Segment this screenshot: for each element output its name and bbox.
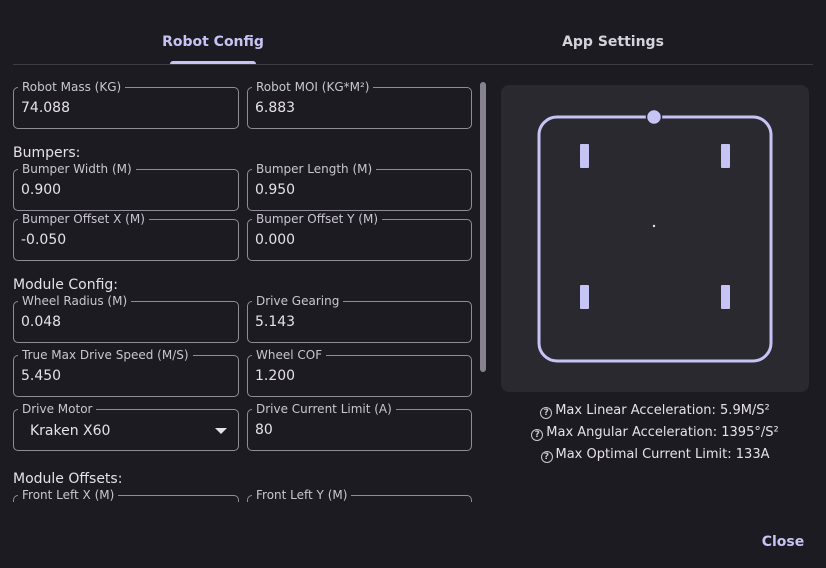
wheel-cof-field[interactable]: Wheel COF	[247, 347, 472, 397]
bumper-width-input[interactable]	[21, 181, 211, 199]
module-front-left	[580, 144, 589, 168]
bumper-offset-x-label: Bumper Offset X (M)	[18, 211, 149, 227]
bumper-width-field[interactable]: Bumper Width (M)	[13, 161, 239, 211]
form-scrollbar[interactable]	[480, 82, 486, 372]
wheel-radius-label: Wheel Radius (M)	[18, 293, 132, 309]
heading-indicator	[645, 108, 663, 126]
max-optimal-current-limit-text: Max Optimal Current Limit: 133A	[555, 447, 770, 462]
robot-moi-input[interactable]	[255, 99, 445, 117]
drive-gearing-field[interactable]: Drive Gearing	[247, 293, 472, 343]
drive-gearing-input[interactable]	[255, 313, 445, 331]
wheel-cof-label: Wheel COF	[252, 347, 327, 363]
wheel-cof-input[interactable]	[255, 367, 445, 385]
bumper-offset-y-label: Bumper Offset Y (M)	[252, 211, 383, 227]
module-offsets-heading: Module Offsets:	[13, 471, 123, 487]
max-optimal-current-limit: ?Max Optimal Current Limit: 133A	[501, 444, 809, 466]
robot-moi-label: Robot MOI (KG*M²)	[252, 79, 374, 95]
module-front-right	[721, 144, 730, 168]
max-linear-acceleration-text: Max Linear Acceleration: 5.9M/S²	[555, 403, 770, 418]
bumper-length-field[interactable]: Bumper Length (M)	[247, 161, 472, 211]
drive-current-limit-input[interactable]	[255, 421, 445, 439]
bumper-offset-x-field[interactable]: Bumper Offset X (M)	[13, 211, 239, 261]
drive-current-limit-field[interactable]: Drive Current Limit (A)	[247, 401, 472, 451]
max-angular-acceleration-text: Max Angular Acceleration: 1395°/S²	[546, 425, 779, 440]
max-linear-acceleration: ?Max Linear Acceleration: 5.9M/S²	[501, 400, 809, 422]
bumpers-heading: Bumpers:	[13, 145, 81, 161]
drive-gearing-label: Drive Gearing	[252, 293, 344, 309]
tab-bar: Robot Config App Settings	[13, 22, 813, 65]
robot-moi-field[interactable]: Robot MOI (KG*M²)	[247, 79, 472, 129]
robot-preview	[501, 85, 809, 392]
bumper-length-input[interactable]	[255, 181, 445, 199]
bumper-outline	[537, 115, 773, 363]
robot-config-form: Robot Mass (KG) Robot MOI (KG*M²) Bumper…	[0, 65, 476, 502]
wheel-radius-input[interactable]	[21, 313, 211, 331]
module-back-left	[580, 285, 589, 309]
bumper-width-label: Bumper Width (M)	[18, 161, 136, 177]
true-max-drive-speed-input[interactable]	[21, 367, 211, 385]
module-config-heading: Module Config:	[13, 277, 118, 293]
stats-panel: ?Max Linear Acceleration: 5.9M/S² ?Max A…	[501, 400, 809, 466]
robot-mass-input[interactable]	[21, 99, 211, 117]
active-tab-indicator	[170, 61, 256, 64]
robot-preview-drawing	[537, 108, 773, 363]
module-back-right	[721, 285, 730, 309]
true-max-drive-speed-label: True Max Drive Speed (M/S)	[18, 347, 193, 363]
drive-motor-select[interactable]: Drive Motor Kraken X60	[13, 401, 239, 451]
drive-motor-label: Drive Motor	[18, 401, 97, 417]
bumper-length-label: Bumper Length (M)	[252, 161, 377, 177]
wheel-radius-field[interactable]: Wheel Radius (M)	[13, 293, 239, 343]
close-button[interactable]: Close	[761, 534, 805, 550]
bumper-offset-y-field[interactable]: Bumper Offset Y (M)	[247, 211, 472, 261]
front-left-y-label: Front Left Y (M)	[252, 487, 352, 502]
tab-app-settings[interactable]: App Settings	[562, 34, 664, 50]
front-left-x-label: Front Left X (M)	[18, 487, 119, 502]
true-max-drive-speed-field[interactable]: True Max Drive Speed (M/S)	[13, 347, 239, 397]
chevron-down-icon[interactable]	[215, 428, 227, 434]
robot-mass-field[interactable]: Robot Mass (KG)	[13, 79, 239, 129]
bumper-offset-x-input[interactable]	[21, 231, 211, 249]
max-angular-acceleration: ?Max Angular Acceleration: 1395°/S²	[501, 422, 809, 444]
help-circle-icon[interactable]: ?	[540, 451, 553, 463]
robot-center-dot	[652, 224, 656, 228]
front-left-y-field[interactable]: Front Left Y (M)	[247, 487, 472, 502]
drive-motor-value: Kraken X60	[30, 423, 111, 439]
front-left-x-field[interactable]: Front Left X (M)	[13, 487, 239, 502]
drive-current-limit-label: Drive Current Limit (A)	[252, 401, 396, 417]
robot-mass-label: Robot Mass (KG)	[18, 79, 126, 95]
bumper-offset-y-input[interactable]	[255, 231, 445, 249]
help-circle-icon[interactable]: ?	[540, 407, 553, 419]
tab-robot-config[interactable]: Robot Config	[162, 34, 264, 50]
help-circle-icon[interactable]: ?	[531, 429, 544, 441]
